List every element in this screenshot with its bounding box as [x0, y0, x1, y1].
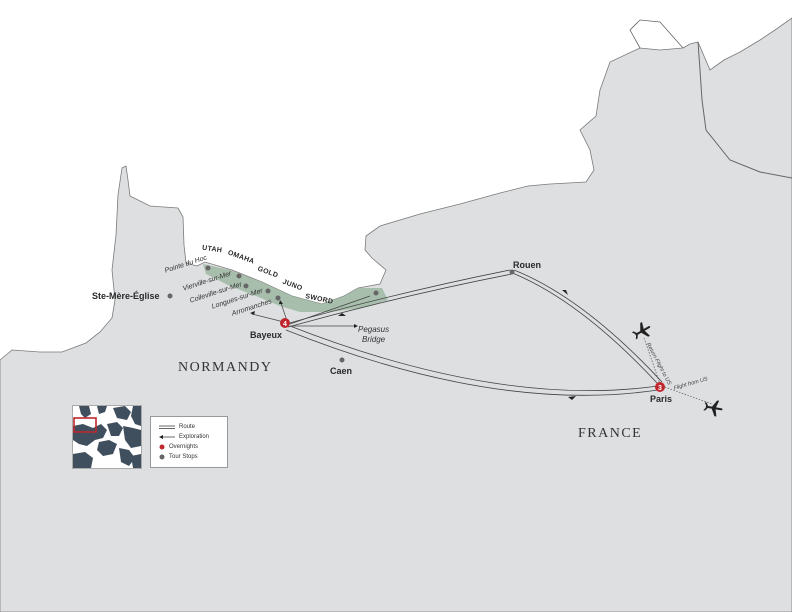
route-lines — [285, 269, 663, 396]
exploration-arrowheads — [250, 300, 358, 328]
stop-dot-pointe-du-hoc — [205, 265, 211, 271]
stop-dot-arromanches — [275, 295, 281, 301]
stop-dot-longues — [265, 288, 271, 294]
route-symbol — [159, 425, 175, 429]
overnight-bayeux: 4 — [280, 318, 290, 328]
overnight-paris: 3 — [655, 382, 665, 392]
stop-dot-colleville — [243, 283, 249, 289]
airplane-icon — [703, 400, 723, 417]
pegasus-line1: Pegasus — [358, 325, 390, 334]
overnight-number-bayeux: 4 — [283, 321, 287, 328]
city-label-caen: Caen — [330, 366, 353, 376]
stop-dot-ste-mere — [167, 293, 173, 299]
overnight-dot-icon — [159, 444, 165, 450]
legend-label-overnights: Overnights — [169, 444, 199, 450]
legend-label-tour-stops: Tour Stops — [169, 454, 198, 460]
exploration-lines — [251, 295, 371, 327]
stop-dot-caen — [339, 357, 345, 363]
legend-label-route: Route — [179, 424, 196, 430]
pegasus-line2: Bridge — [362, 335, 386, 344]
flight-lines — [643, 337, 713, 405]
inset-locator-map — [72, 405, 142, 469]
overnight-number-paris: 3 — [658, 385, 662, 392]
inset-svg — [73, 406, 141, 468]
city-label-bayeux: Bayeux — [250, 330, 283, 340]
border-line — [697, 41, 792, 179]
stop-dot-rouen — [509, 269, 515, 275]
stop-dot-vierville — [236, 273, 242, 279]
city-label-rouen: Rouen — [513, 260, 541, 270]
legend-label-exploration: Exploration — [179, 434, 210, 440]
route-arrows — [338, 290, 576, 400]
stop-dot-icon — [159, 454, 165, 460]
legend-item-tour-stops: Tour Stops — [159, 454, 198, 460]
legend: Route Exploration Overnights Tour Stops — [150, 416, 228, 468]
airplane-icon — [631, 321, 651, 340]
city-label-ste-mere: Ste-Mère-Église — [92, 291, 160, 301]
legend-item-route: Route — [159, 424, 195, 430]
stop-label-pegasus-bridge: Pegasus Bridge — [358, 325, 389, 345]
legend-item-overnights: Overnights — [159, 444, 198, 450]
stop-dot-pegasus — [373, 290, 379, 296]
tour-stops — [167, 265, 515, 363]
city-label-paris: Paris — [650, 394, 673, 404]
legend-item-exploration: Exploration — [159, 434, 209, 440]
beach-zone — [203, 264, 388, 312]
region-label-france: FRANCE — [578, 426, 643, 441]
border-line — [629, 19, 684, 49]
region-label-normandy: NORMANDY — [178, 360, 273, 375]
exploration-arrow-icon — [159, 435, 175, 439]
